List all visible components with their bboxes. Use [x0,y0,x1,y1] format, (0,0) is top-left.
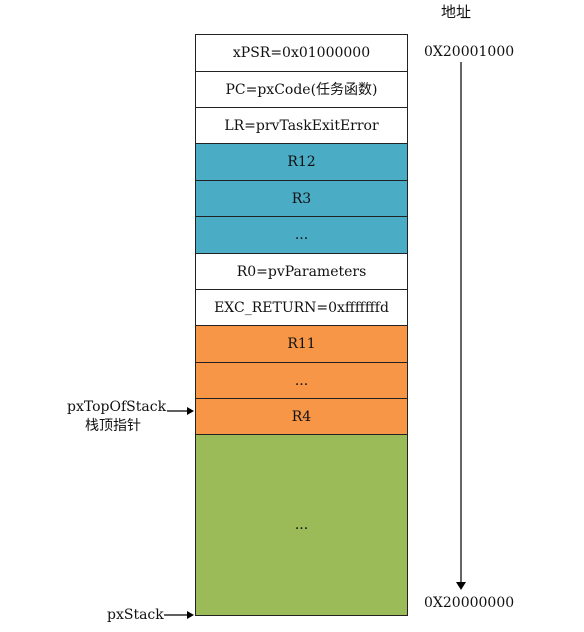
stack-cell-r0: R0=pvParameters [196,254,407,290]
stack-cell-pc: PC=pxCode(任务函数) [196,72,407,108]
stack-cell-label: xPSR=0x01000000 [232,45,371,61]
stack-cell-label: PC=pxCode(任务函数) [225,81,378,98]
stack-cell-label: ... [294,517,309,533]
top-of-stack-arrow [167,407,194,415]
stack-cell-lr: LR=prvTaskExitError [196,108,407,144]
stack-cell-label: ... [294,227,309,243]
stack-cell-r11: R11 [196,326,407,363]
stack-frame: xPSR=0x01000000 PC=pxCode(任务函数) LR=prvTa… [195,34,408,616]
stack-cell-ellipsis-2: ... [196,363,407,399]
stack-cell-ellipsis-1: ... [196,217,407,254]
address-direction-arrow [456,62,466,590]
top-of-stack-pointer-label: pxTopOfStack [67,399,167,415]
stack-cell-label: R4 [291,408,312,425]
stack-cell-label: R11 [287,336,316,352]
address-header: 地址 [441,3,472,21]
stack-cell-exc-return: EXC_RETURN=0xfffffffd [196,290,407,326]
stack-cell-label: R0=pvParameters [236,263,367,280]
stack-cell-r3: R3 [196,181,407,217]
stack-cell-label: R12 [287,154,316,170]
stack-free-area: ... [196,435,407,615]
stack-base-pointer-label: pxStack [107,607,164,623]
stack-cell-label: EXC_RETURN=0xfffffffd [214,299,389,316]
stack-base-arrow [164,611,194,619]
stack-cell-xpsr: xPSR=0x01000000 [196,35,407,72]
stack-cell-r4: R4 [196,399,407,435]
top-of-stack-pointer-sublabel: 栈顶指针 [85,418,141,434]
stack-cell-label: LR=prvTaskExitError [224,117,379,134]
address-bottom-label: 0X20000000 [424,595,515,611]
stack-cell-r12: R12 [196,144,407,181]
address-top-label: 0X20001000 [424,44,515,60]
stack-cell-label: ... [294,372,309,389]
stack-cell-label: R3 [291,190,312,207]
